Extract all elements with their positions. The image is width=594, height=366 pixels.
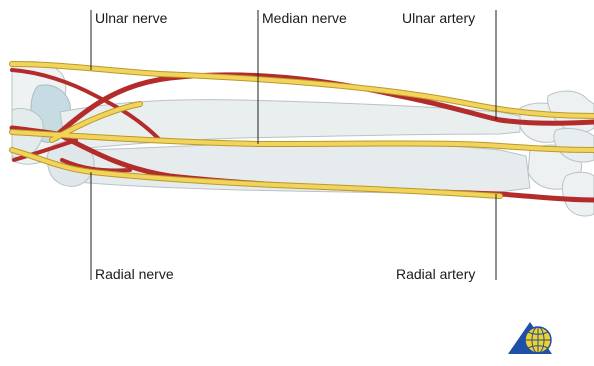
radial-nerve-label: Radial nerve [95,266,174,282]
median-nerve-label: Median nerve [262,10,347,26]
radial-artery-label: Radial artery [396,266,475,282]
wrist-bone-4 [562,172,594,216]
ulnar-artery-label: Ulnar artery [402,10,475,26]
ulnar-nerve-label: Ulnar nerve [95,10,167,26]
publisher-logo-icon [508,322,552,354]
